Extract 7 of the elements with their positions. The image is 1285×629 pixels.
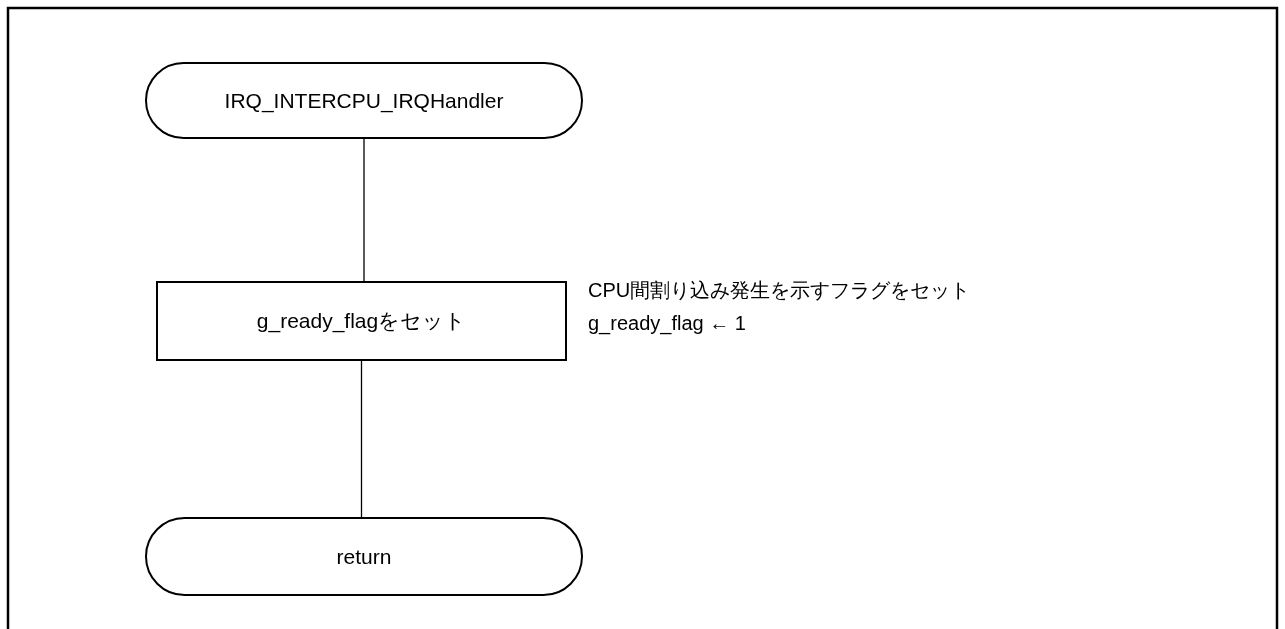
- connector-line: [360, 360, 363, 518]
- terminal-shape: return: [145, 517, 583, 596]
- connector-line: [363, 138, 365, 282]
- note-text: CPU間割り込み発生を示すフラグをセット: [588, 278, 971, 303]
- note-text: g_ready_flag ← 1: [588, 311, 746, 337]
- terminal-shape: IRQ_INTERCPU_IRQHandler: [145, 62, 583, 139]
- process-box: g_ready_flagをセット: [156, 281, 567, 361]
